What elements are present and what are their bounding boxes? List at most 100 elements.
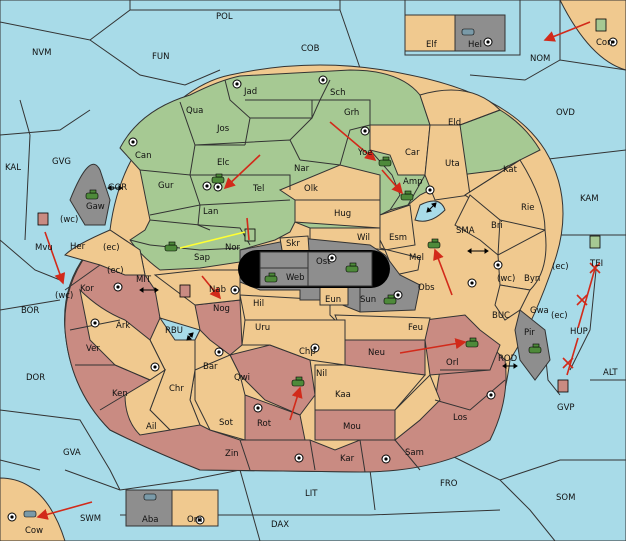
- coast-label-byn-ec: (ec): [552, 262, 569, 272]
- land-label-cow: Cow: [25, 526, 43, 536]
- land-label-grh: Grh: [344, 108, 359, 118]
- region-sot-bar[interactable]: [194, 354, 246, 441]
- land-label-elf: Elf: [426, 40, 438, 50]
- failed-order-crosses: [562, 262, 601, 369]
- land-label-zin: Zin: [225, 449, 239, 459]
- land-label-can: Can: [135, 151, 152, 161]
- sea-label-rbu: RBU: [165, 326, 183, 336]
- region-olk[interactable]: [278, 164, 381, 201]
- region-kaa[interactable]: [314, 364, 426, 411]
- land-label-skr: Skr: [286, 239, 300, 249]
- land-label-sap: Sap: [194, 253, 210, 263]
- canal-arrows: [107, 185, 518, 369]
- unit-army-orl[interactable]: [465, 337, 479, 348]
- land-label-eld: Eld: [448, 118, 461, 128]
- region-orn[interactable]: [171, 489, 219, 527]
- land-label-sot: Sot: [219, 418, 234, 428]
- region-elf[interactable]: [404, 14, 456, 52]
- unit-army-gaw[interactable]: [85, 189, 99, 200]
- unit-army-nil[interactable]: [291, 376, 305, 387]
- land-label-rie: Rie: [521, 203, 535, 213]
- land-label-hup: HUP: [570, 327, 588, 337]
- land-label-orn: Orn: [187, 515, 202, 525]
- unit-army-ost[interactable]: [345, 262, 359, 273]
- land-label-ken: Ken: [112, 389, 128, 399]
- land-label-bar: Bar: [203, 362, 218, 372]
- sea-label-rod: ROD: [498, 354, 518, 364]
- unit-army-web[interactable]: [264, 272, 278, 283]
- sea-label-bor: BOR: [21, 306, 39, 316]
- sea-label-nom: NOM: [530, 54, 550, 64]
- land-label-elc: Elc: [217, 158, 230, 168]
- land-label-kat: Kat: [503, 165, 518, 175]
- unit-army-pir[interactable]: [528, 343, 542, 354]
- region-pir[interactable]: [514, 309, 551, 381]
- land-label-qwi: Qwi: [234, 373, 250, 383]
- land-label-chp: Chp: [299, 347, 316, 357]
- sea-label-cob: COB: [301, 44, 320, 54]
- land-label-tei: TEI: [589, 259, 603, 269]
- land-label-los: Los: [453, 413, 468, 423]
- coast-label-kor-ec: (ec): [107, 266, 124, 276]
- unit-hel[interactable]: [461, 28, 475, 36]
- unit-army-yoe[interactable]: [378, 156, 392, 167]
- land-label-rot: Rot: [257, 419, 272, 429]
- land-label-kaa: Kaa: [335, 390, 351, 400]
- land-label-chr: Chr: [169, 384, 184, 394]
- sea-label-som: SOM: [556, 493, 575, 503]
- red-region-borders: [64, 264, 506, 473]
- unit-gvp[interactable]: [557, 379, 569, 393]
- land-label-sun: Sun: [360, 295, 376, 305]
- region-gwa[interactable]: [494, 284, 531, 321]
- unit-army-sun[interactable]: [383, 294, 397, 305]
- unit-aba[interactable]: [143, 493, 157, 501]
- land-label-sam: Sam: [405, 448, 424, 458]
- sea-label-pol: POL: [216, 12, 233, 22]
- land-label-mvu: Mvu: [35, 243, 53, 253]
- region-ail[interactable]: [124, 368, 172, 436]
- unit-nab[interactable]: [179, 284, 191, 298]
- region-uta[interactable]: [424, 124, 471, 201]
- unit-mvu[interactable]: [37, 212, 49, 226]
- unit-cow[interactable]: [23, 510, 37, 518]
- unit-army-amp[interactable]: [400, 190, 414, 201]
- region-her[interactable]: [64, 229, 146, 276]
- region-web-ost[interactable]: [259, 251, 373, 287]
- sea-label-lit: LIT: [305, 489, 318, 499]
- land-label-gvp: GVP: [557, 403, 575, 413]
- sea-label-swm: SWM: [80, 514, 101, 524]
- land-label-yoe: Yoe: [357, 148, 373, 158]
- land-label-bri: Bri: [491, 221, 503, 231]
- sea-label-mit: MIT: [136, 275, 152, 285]
- sea-label-kam: KAM: [580, 194, 599, 204]
- region-bri[interactable]: [454, 194, 501, 257]
- land-label-ark: Ark: [116, 321, 130, 331]
- supply-centres: [7, 37, 618, 525]
- coast-label-her-ec: (ec): [103, 243, 120, 253]
- hold-marker: [246, 217, 250, 241]
- unit-army-sap[interactable]: [164, 241, 178, 252]
- sea-label-gor: GOR: [108, 183, 127, 193]
- land-label-jad: Jad: [243, 87, 257, 97]
- land-label-eun: Eun: [325, 295, 341, 305]
- unit-army-mel[interactable]: [427, 238, 441, 249]
- land-label-jos: Jos: [216, 124, 230, 134]
- coast-label-gwa-ec: (ec): [551, 311, 568, 321]
- unit-army-tel[interactable]: [211, 173, 225, 184]
- order-arrows: [36, 21, 597, 520]
- sea-label-buc: BUC: [492, 311, 510, 321]
- sea-label-dax: DAX: [271, 520, 289, 530]
- unit-nor[interactable]: [244, 228, 256, 242]
- sea-label-gva: GVA: [63, 448, 81, 458]
- land-label-obs: Obs: [418, 283, 435, 293]
- coast-label-mvu-wc: (wc): [60, 215, 78, 225]
- unit-con[interactable]: [595, 18, 607, 32]
- unit-tei[interactable]: [589, 235, 601, 249]
- region-chp[interactable]: [241, 319, 346, 366]
- coast-label-byn-wc: (wc): [497, 274, 515, 284]
- land-label-qua: Qua: [186, 106, 203, 116]
- coast-label-kor-wc: (wc): [55, 291, 73, 301]
- land-label-uru: Uru: [255, 323, 270, 333]
- support-line: [179, 231, 246, 249]
